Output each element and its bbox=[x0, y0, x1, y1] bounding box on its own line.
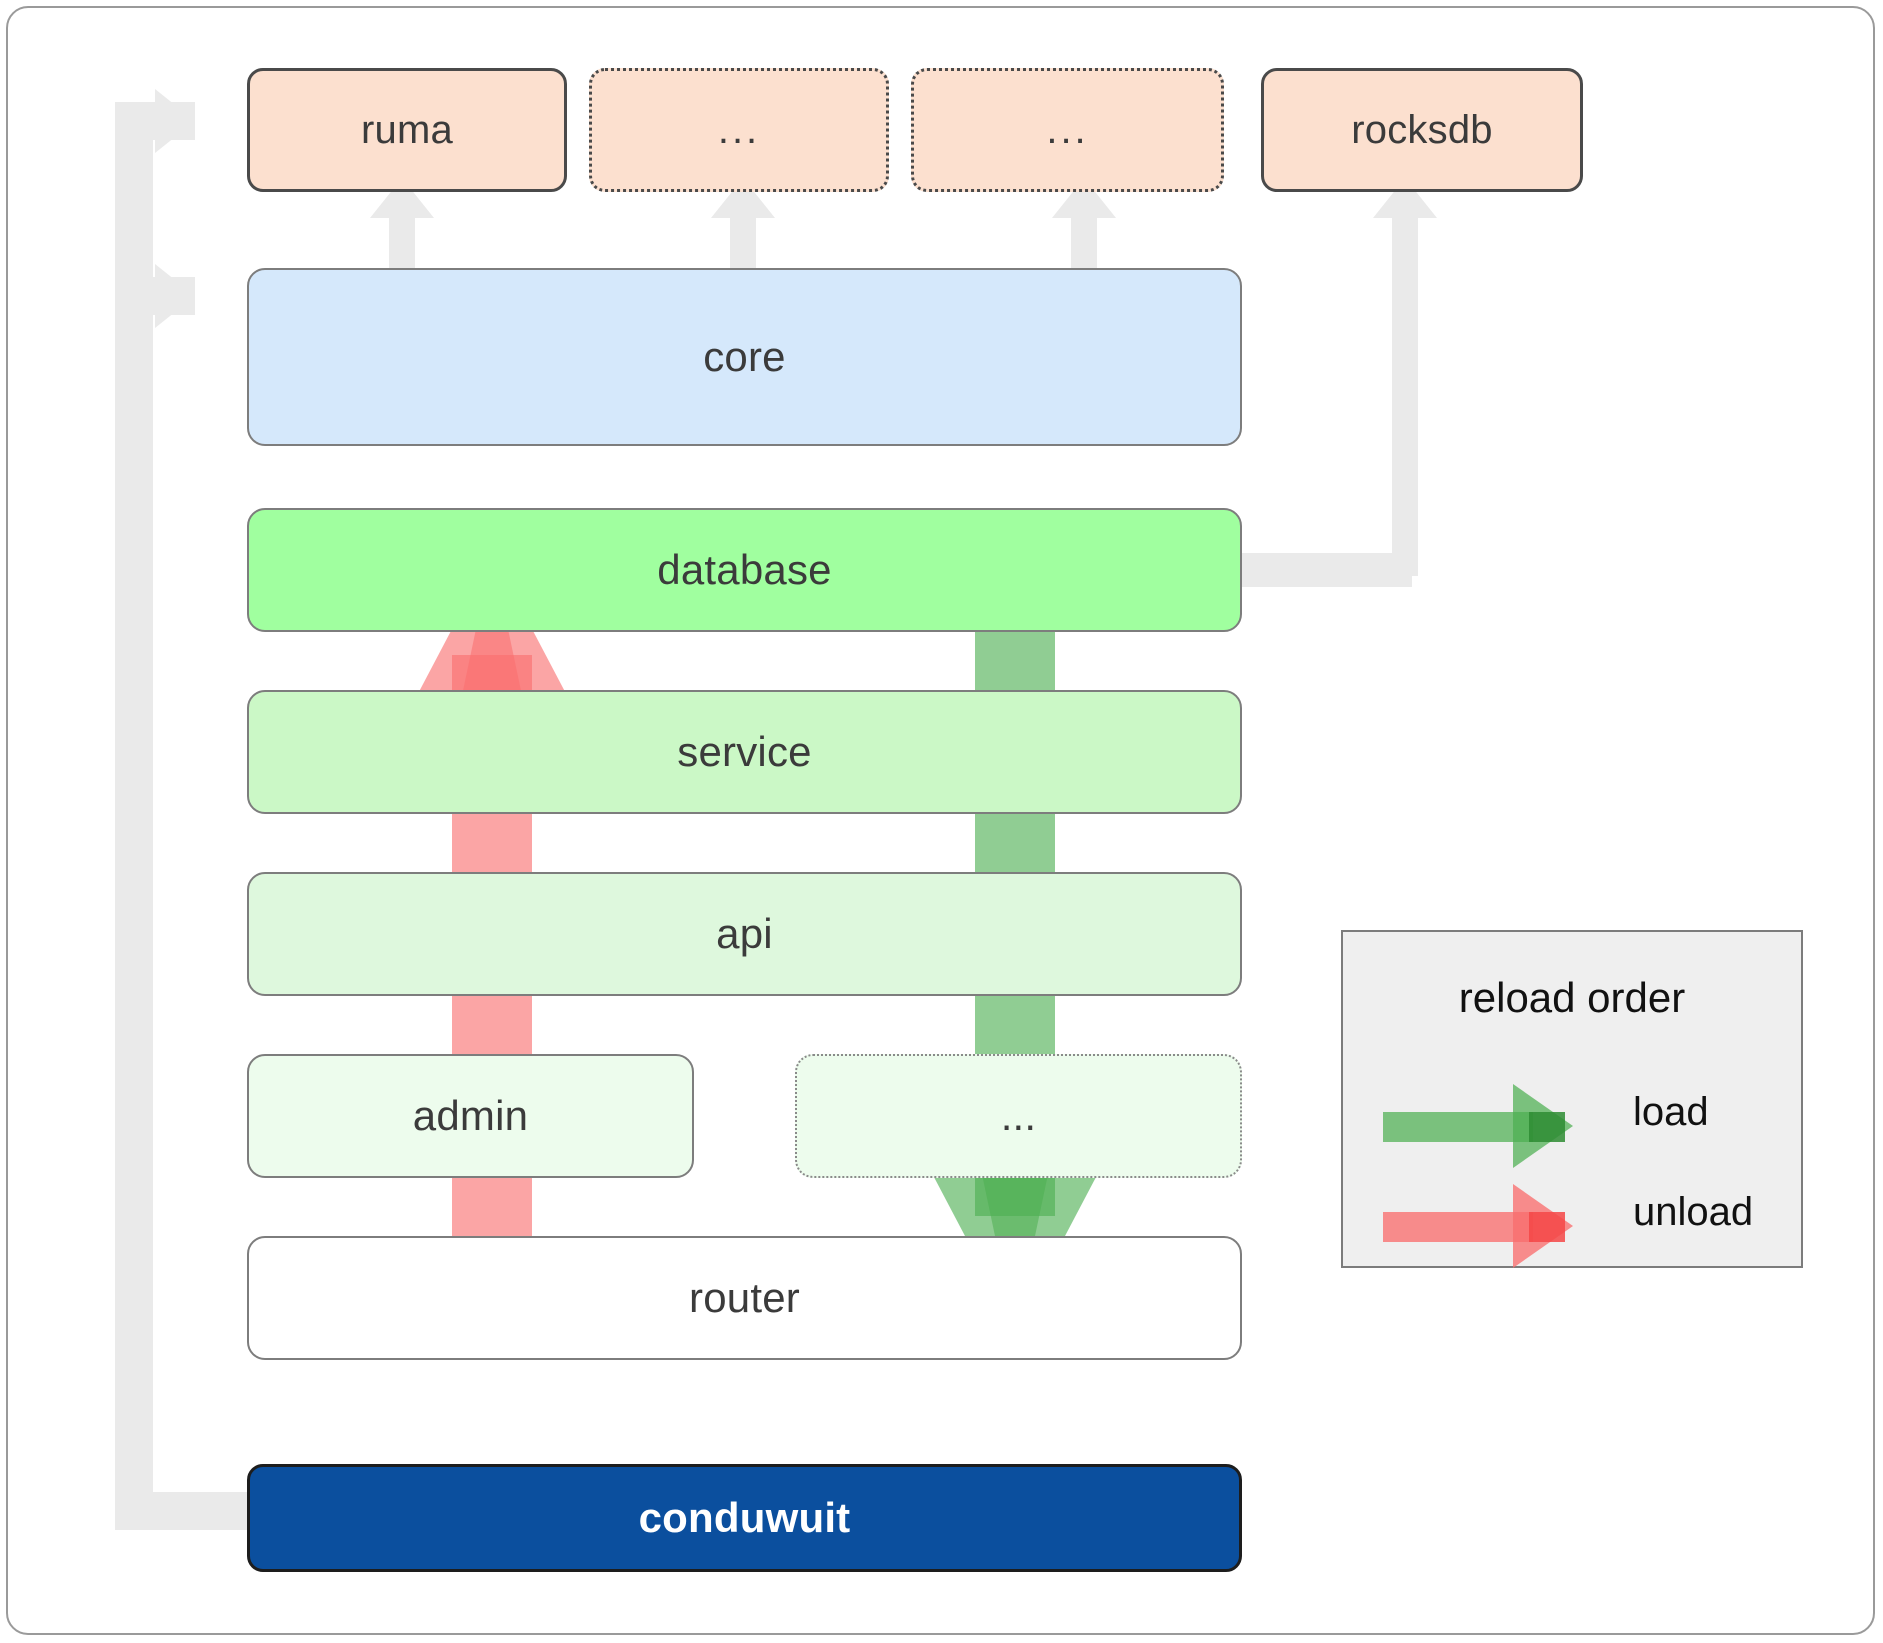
legend-unload-arrow-shaft bbox=[1383, 1212, 1533, 1242]
node-api[interactable]: api bbox=[247, 872, 1242, 996]
node-router[interactable]: router bbox=[247, 1236, 1242, 1360]
node-database-label: database bbox=[657, 546, 832, 593]
diagram-frame bbox=[6, 6, 1875, 1635]
node-rocksdb-label: rocksdb bbox=[1351, 107, 1493, 152]
node-core[interactable]: core bbox=[247, 268, 1242, 446]
legend-unload-arrow-icon bbox=[1383, 1184, 1593, 1268]
connector-left-bottom-stub bbox=[115, 1492, 250, 1530]
legend-load-arrow-shaft bbox=[1383, 1112, 1533, 1142]
node-dependency-placeholder-1-label: ... bbox=[717, 108, 761, 152]
legend-unload-label: unload bbox=[1633, 1190, 1754, 1234]
node-service[interactable]: service bbox=[247, 690, 1242, 814]
node-layer-placeholder-label: ... bbox=[1000, 1092, 1037, 1139]
legend-panel: reload order load unload bbox=[1341, 930, 1803, 1268]
connector-database-to-rocksdb-vertical bbox=[1392, 216, 1418, 576]
node-router-label: router bbox=[689, 1274, 800, 1321]
node-admin[interactable]: admin bbox=[247, 1054, 694, 1178]
node-layer-placeholder[interactable]: ... bbox=[795, 1054, 1242, 1178]
legend-item-load: load bbox=[1383, 1082, 1773, 1172]
legend-load-arrow-icon bbox=[1383, 1084, 1593, 1168]
node-dependency-placeholder-2-label: ... bbox=[1046, 108, 1089, 152]
node-conduwuit-label: conduwuit bbox=[638, 1494, 851, 1541]
connector-core-to-dots1-shaft bbox=[730, 216, 756, 274]
legend-item-unload: unload bbox=[1383, 1182, 1773, 1272]
legend-load-arrow-core bbox=[1529, 1112, 1565, 1142]
node-service-label: service bbox=[677, 728, 812, 775]
node-api-label: api bbox=[716, 910, 773, 957]
connector-to-core-arrowhead bbox=[155, 264, 195, 328]
connector-to-ruma-arrowhead bbox=[155, 89, 195, 153]
legend-unload-arrow-core bbox=[1529, 1212, 1565, 1242]
node-core-label: core bbox=[703, 333, 786, 380]
node-ruma[interactable]: ruma bbox=[247, 68, 567, 192]
node-dependency-placeholder-2[interactable]: ... bbox=[911, 68, 1224, 192]
connector-database-to-rocksdb-horizontal bbox=[1230, 553, 1412, 587]
legend-load-label: load bbox=[1633, 1090, 1709, 1134]
node-rocksdb[interactable]: rocksdb bbox=[1261, 68, 1583, 192]
connector-left-trunk bbox=[115, 132, 153, 1524]
node-ruma-label: ruma bbox=[361, 107, 453, 152]
node-database[interactable]: database bbox=[247, 508, 1242, 632]
node-admin-label: admin bbox=[412, 1092, 529, 1139]
node-conduwuit[interactable]: conduwuit bbox=[247, 1464, 1242, 1572]
node-dependency-placeholder-1[interactable]: ... bbox=[589, 68, 889, 192]
legend-title: reload order bbox=[1458, 974, 1686, 1021]
connector-core-to-dots2-shaft bbox=[1071, 216, 1097, 274]
connector-core-to-ruma-shaft bbox=[389, 216, 415, 274]
